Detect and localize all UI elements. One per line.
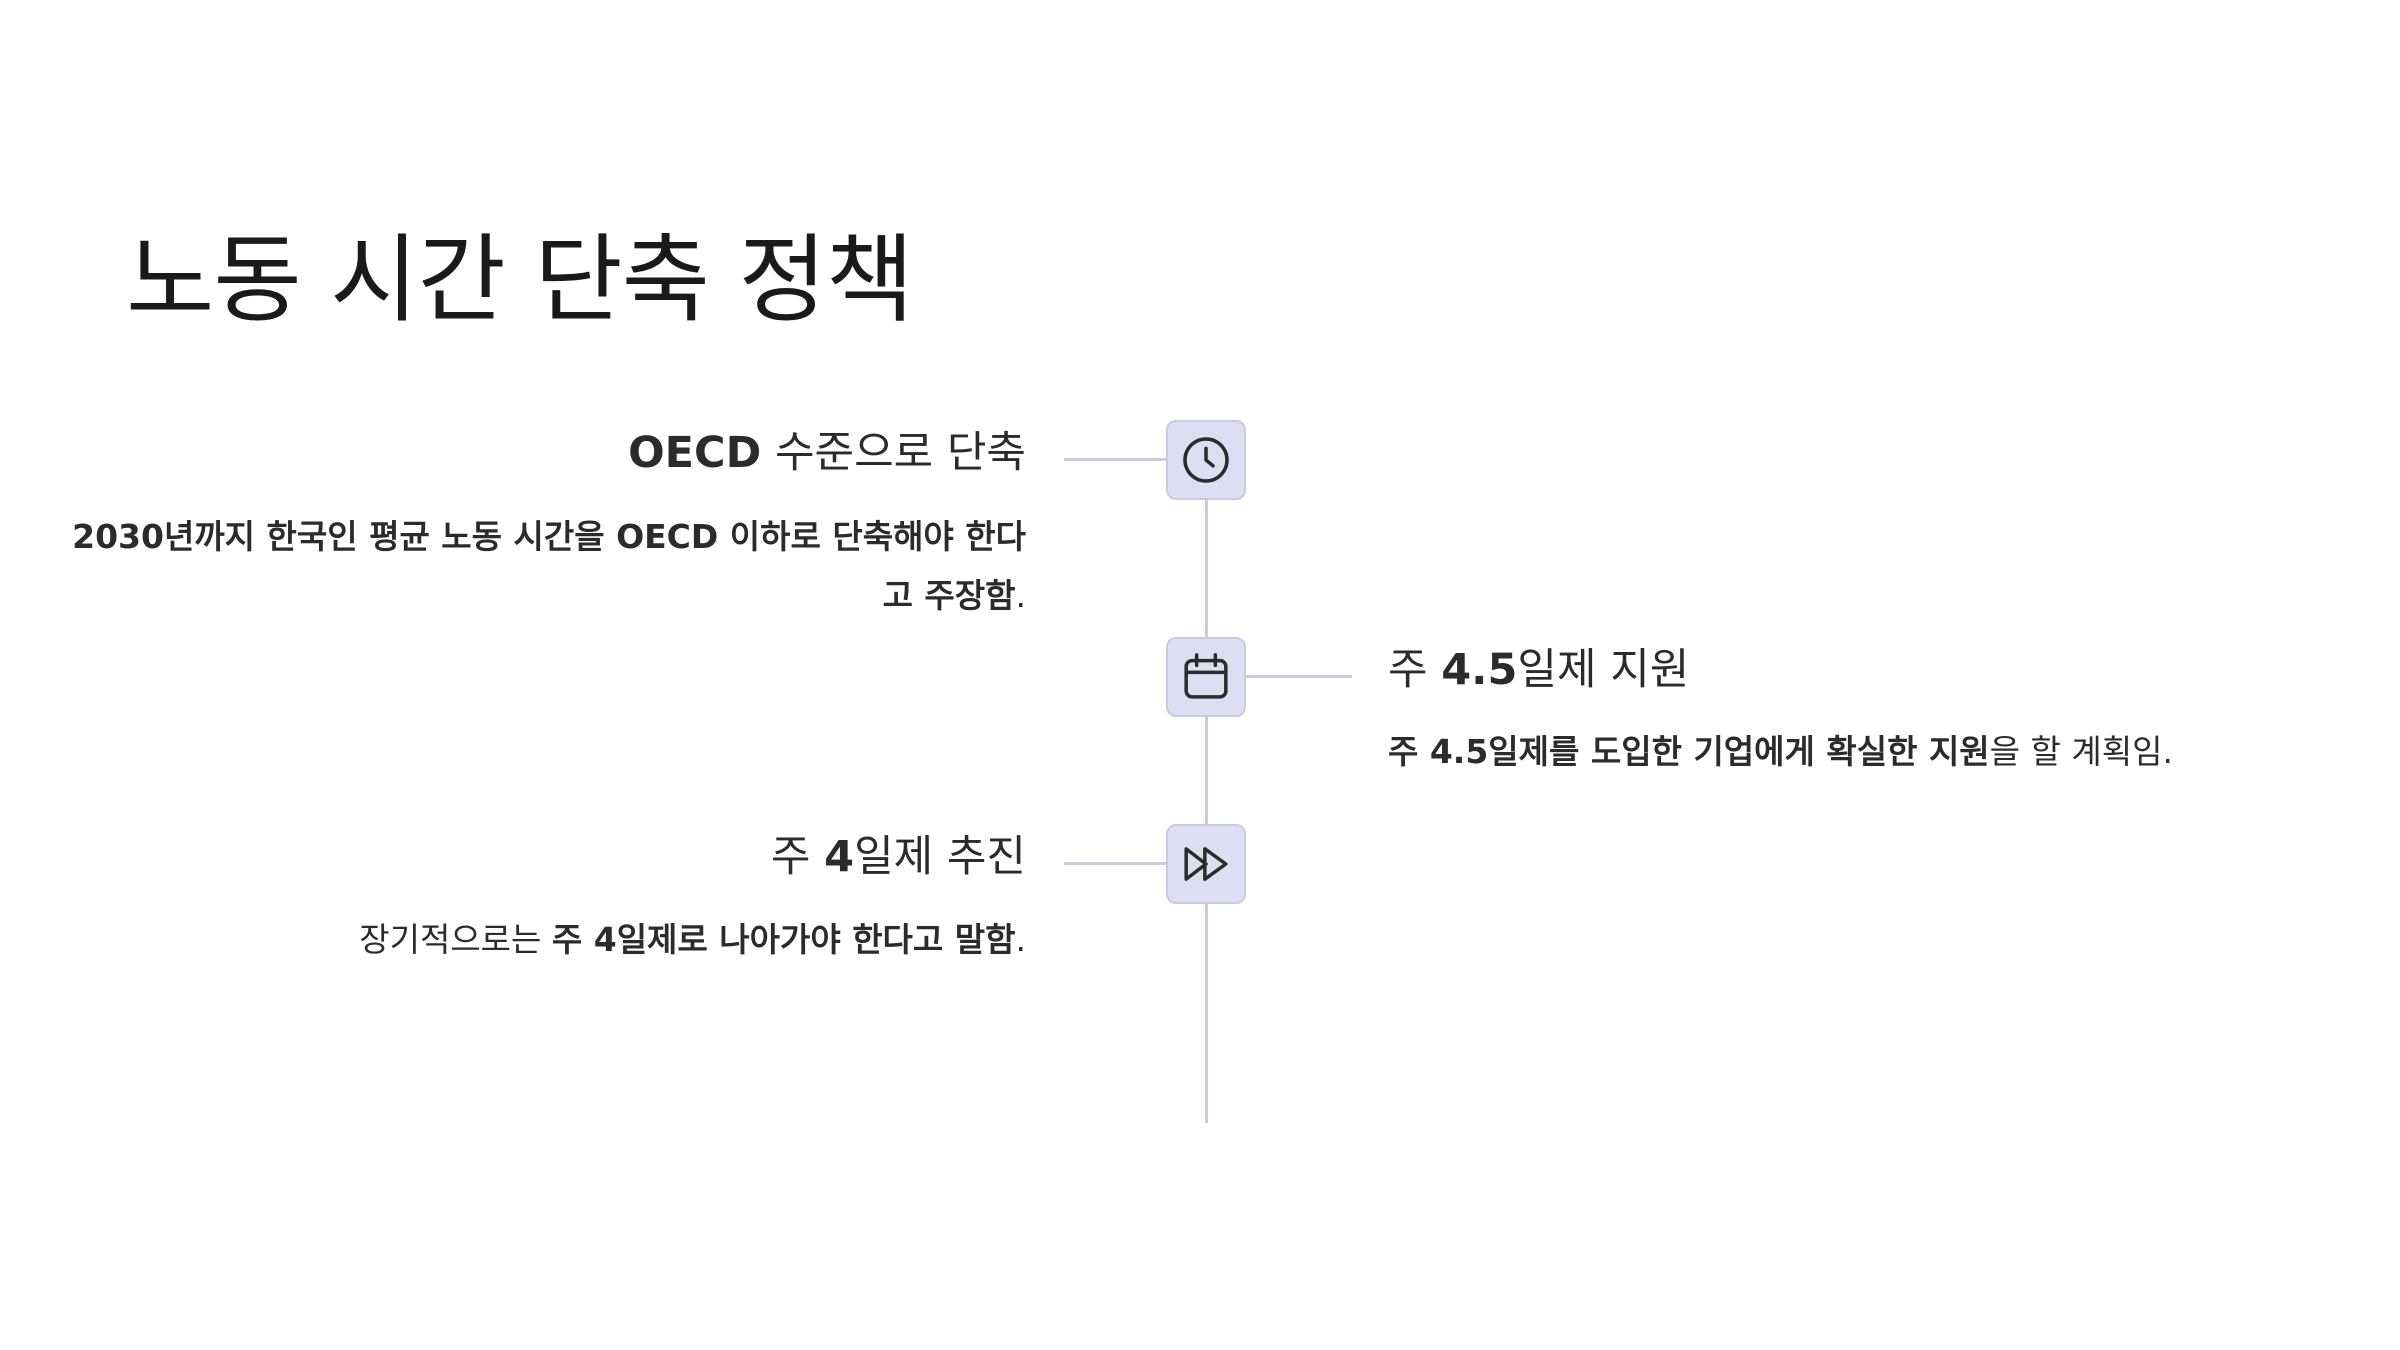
page-title: 노동 시간 단축 정책	[126, 224, 914, 336]
timeline-node-2	[1166, 637, 1246, 717]
item-desc-4-day: 장기적으로는 주 4일제로 나아가야 한다고 말함.	[359, 920, 1026, 959]
timeline-spine	[1205, 460, 1208, 1123]
item-title-4-day: 주 4일제 추진	[770, 832, 1026, 882]
connector-line-2	[1244, 675, 1352, 678]
connector-line-1	[1064, 458, 1168, 461]
item-desc-oecd: 2030년까지 한국인 평균 노동 시간을 OECD 이하로 단축해야 한다고 …	[72, 517, 1026, 615]
calendar-icon	[1184, 653, 1228, 699]
item-desc-4-5-day: 주 4.5일제를 도입한 기업에게 확실한 지원을 할 계획임.	[1388, 732, 2173, 771]
item-title-oecd: OECD 수준으로 단축	[628, 428, 1026, 478]
timeline-node-1	[1166, 420, 1246, 500]
fast-forward-icon	[1184, 847, 1228, 881]
connector-line-3	[1064, 862, 1168, 865]
timeline-node-3	[1166, 824, 1246, 904]
item-title-4-5-day: 주 4.5일제 지원	[1388, 645, 1690, 695]
clock-icon	[1183, 437, 1229, 483]
